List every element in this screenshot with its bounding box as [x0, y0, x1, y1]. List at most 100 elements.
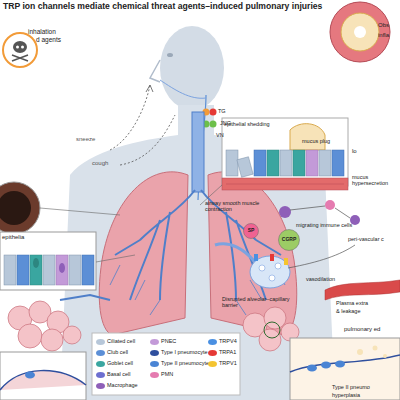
annotation-label: mucus hypersecretion — [352, 174, 398, 186]
legend-label: TRPA1 — [219, 349, 236, 355]
mucus-plug — [290, 124, 325, 150]
legend-label: TRPV1 — [219, 360, 237, 366]
trachea — [192, 112, 204, 192]
annotation-label: TG — [218, 108, 226, 114]
annotation-label: VN — [216, 132, 224, 138]
alveolar-wall — [0, 371, 86, 390]
crossbones — [12, 55, 28, 61]
left-lung — [99, 172, 188, 335]
legend-swatch — [208, 361, 217, 367]
zoom-circle — [264, 322, 280, 338]
annotation-label: sneeze — [76, 136, 95, 143]
leader-line — [40, 208, 120, 215]
vesicles — [259, 263, 281, 281]
airflow-line — [110, 85, 150, 150]
node-text: CGRP — [282, 237, 296, 243]
legend-label: PMN — [161, 371, 173, 377]
annotation-label: mucus plug — [302, 138, 330, 144]
release-arrow — [288, 245, 355, 268]
neuropeptide-circle: CGRP — [278, 229, 300, 251]
annotation-label: peri-vascular c — [348, 236, 384, 242]
annotation-label: d agents — [36, 36, 61, 43]
type-ii-cells — [307, 361, 345, 372]
annotation-label: pulmonary ed — [344, 326, 380, 333]
figure-title: TRP ion channels mediate chemical threat… — [3, 2, 322, 11]
leader-line — [96, 255, 135, 262]
head — [160, 26, 224, 110]
legend-swatch — [96, 361, 105, 367]
legend-swatch — [150, 372, 159, 378]
annotation-label: airway smooth muscle contraction — [205, 200, 275, 212]
legend-label: Ciliated cell — [107, 338, 135, 344]
legend-label: Goblet cell — [107, 360, 133, 366]
legend-swatch — [150, 361, 159, 367]
legend-label: Type II pneumocyte — [161, 360, 209, 366]
skull-eye — [16, 46, 19, 49]
annotation-label: Disrupted alveolar–capillary barrier — [222, 296, 292, 308]
airflow-arrow — [146, 85, 153, 92]
legend-swatch — [150, 350, 159, 356]
blood-vessel — [325, 280, 400, 300]
epithelia-panel — [0, 232, 96, 290]
obstructed-airway — [330, 2, 390, 62]
ganglion — [210, 121, 217, 128]
alveolar-wall — [290, 355, 400, 372]
annotation-label: vasodilation — [306, 276, 335, 282]
annotation-label: & leakage — [336, 308, 360, 314]
legend-swatch — [96, 383, 105, 389]
neuropeptide-circle: SP — [243, 223, 259, 239]
airway-panel — [222, 118, 348, 186]
legend-swatch — [150, 339, 159, 345]
trpv4-channel — [254, 254, 258, 261]
legend-label: Type I pneumocyte — [161, 349, 207, 355]
node-text: SP — [248, 228, 255, 234]
ganglion — [210, 109, 217, 116]
annotation-label: Type II pneumo — [332, 384, 370, 390]
type-ii-cell — [25, 372, 35, 379]
skull — [13, 41, 27, 53]
nose — [150, 60, 160, 82]
legend-swatch — [208, 339, 217, 345]
alveolus-inset — [290, 338, 400, 400]
trigeminal-nerve — [160, 80, 206, 98]
airflow-line — [120, 115, 175, 165]
bronchiole — [60, 295, 110, 300]
right-lung — [208, 172, 297, 335]
annotation-label: epithelial shedding — [224, 121, 270, 127]
edema-fluid — [357, 346, 387, 359]
annotation-label: Plasma extra — [336, 300, 368, 306]
legend-swatch — [208, 350, 217, 356]
legend-swatch — [96, 372, 105, 378]
annotation-label: infla — [378, 32, 389, 39]
annotation-label: epithelia — [2, 234, 24, 241]
smooth-muscle — [222, 178, 348, 190]
alveoli-cluster — [8, 301, 81, 351]
legend-label: TRPV4 — [219, 338, 237, 344]
residual-lumen — [354, 26, 366, 38]
annotation-label: hyperplasia — [332, 392, 360, 398]
epithelial-cells — [226, 150, 344, 177]
airway-section — [0, 182, 40, 234]
eye — [167, 53, 173, 57]
legend-label: Basal cell — [107, 371, 131, 377]
annotation-label: cough — [92, 160, 108, 167]
migration-arrow — [290, 206, 350, 218]
alveolus-inset — [0, 352, 86, 400]
muscle-fibres — [226, 184, 344, 185]
annotation-label: Obs — [378, 22, 389, 29]
epithelial-cells — [4, 255, 94, 285]
legend-box — [92, 333, 240, 395]
skull-eye — [21, 46, 24, 49]
sensory-axon — [215, 244, 255, 262]
trpv1-channel — [284, 258, 288, 265]
legend-swatch — [96, 350, 105, 356]
annotation-label: migrating immune cells — [296, 222, 356, 228]
immune-cells — [279, 200, 360, 225]
annotation-label: lo — [352, 148, 357, 155]
trpa1-channel — [270, 254, 274, 261]
legend-label: Club cell — [107, 349, 128, 355]
hazard-icon — [3, 33, 37, 67]
legend-label: Macrophage — [107, 382, 138, 388]
